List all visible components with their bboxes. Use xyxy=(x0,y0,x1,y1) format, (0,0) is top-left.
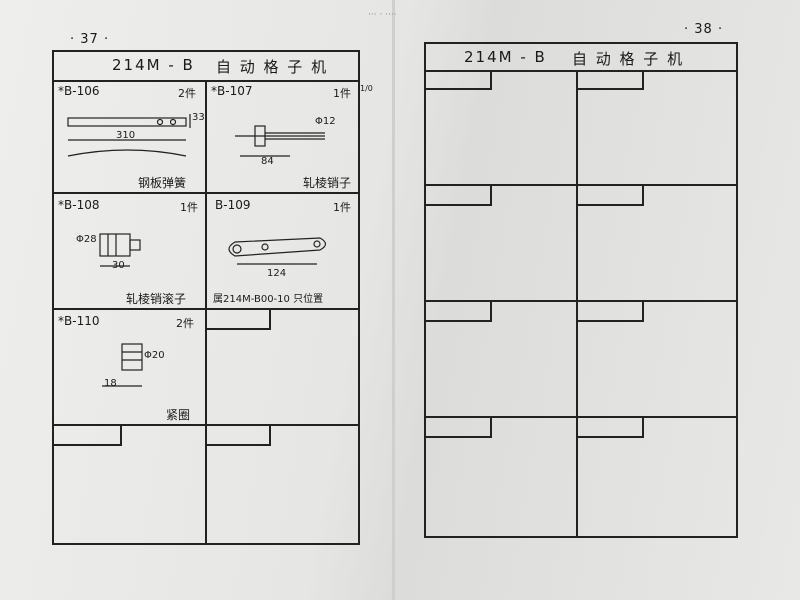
dimension-label: 30 xyxy=(112,260,125,271)
part-qty: 1件 xyxy=(180,201,198,214)
model-code: 214M - B xyxy=(112,56,195,74)
part-cell: *B-110 2件 Φ20 18 紧圈 xyxy=(54,310,205,424)
part-qty: 2件 xyxy=(176,317,194,330)
dimension-label: 310 xyxy=(116,130,136,141)
part-name: 轧棱销滚子 xyxy=(126,292,187,306)
row-divider xyxy=(54,308,358,310)
part-cell: *B-106 2件 310 33 钢板弹簧 xyxy=(54,80,205,192)
row-divider xyxy=(426,184,736,186)
drawing-pin xyxy=(235,125,325,157)
part-cell: *B-107 1件 Φ12 84 轧棱销子 xyxy=(207,80,360,192)
part-qty: 1件 xyxy=(333,87,351,100)
parts-table-left: 214M - B 自 动 格 子 机 *B-106 2件 310 33 钢板弹簧 xyxy=(52,50,360,545)
stamp-text: ··· · ···· xyxy=(368,10,397,20)
page-number-right: · 38 · xyxy=(684,22,724,37)
dimension-label: 84 xyxy=(261,156,274,167)
part-name: 属214M-B00-10 只位置 xyxy=(213,294,324,305)
drawing-collar xyxy=(102,343,143,387)
part-cell: B-109 1件 124 属214M-B00-10 只位置 xyxy=(207,194,360,308)
empty-label-tab xyxy=(578,186,644,206)
part-code: *B-110 xyxy=(58,314,100,328)
empty-label-tab xyxy=(578,70,644,90)
empty-label-tab xyxy=(54,426,122,446)
empty-label-tab xyxy=(207,426,271,446)
header-row-left: 214M - B 自 动 格 子 机 xyxy=(54,52,358,82)
drawing-leaf-spring xyxy=(67,114,191,157)
part-cell: *B-108 1件 Φ28 30 轧棱销滚子 xyxy=(54,194,205,308)
row-divider xyxy=(54,424,358,426)
page-fold xyxy=(392,0,395,600)
empty-label-tab xyxy=(207,310,271,330)
part-name: 紧圈 xyxy=(166,408,191,422)
empty-label-tab xyxy=(426,418,492,438)
dimension-label: Φ12 xyxy=(315,116,336,127)
machine-title: 自 动 格 子 机 xyxy=(572,50,685,68)
dimension-label: 33 xyxy=(192,112,205,123)
part-code: *B-106 xyxy=(58,84,100,98)
empty-label-tab xyxy=(426,302,492,322)
dimension-label: 18 xyxy=(104,378,117,389)
part-qty: 1件 xyxy=(333,201,351,214)
drawing-roller xyxy=(99,233,141,267)
row-divider xyxy=(426,416,736,418)
empty-label-tab xyxy=(578,418,644,438)
dimension-label: Φ20 xyxy=(144,350,165,361)
row-divider xyxy=(426,300,736,302)
part-name: 钢板弹簧 xyxy=(138,176,187,190)
drawing-link xyxy=(228,237,327,265)
column-divider xyxy=(205,80,207,543)
column-divider xyxy=(576,70,578,536)
side-note: 1/0 xyxy=(360,84,373,93)
machine-title: 自 动 格 子 机 xyxy=(216,58,329,76)
part-code: B-109 xyxy=(215,198,251,212)
dimension-label: 124 xyxy=(267,268,287,279)
header-row-right: 214M - B 自 动 格 子 机 xyxy=(426,44,736,72)
page-number-left: · 37 · xyxy=(70,32,110,47)
part-name: 轧棱销子 xyxy=(303,176,352,190)
empty-label-tab xyxy=(578,302,644,322)
row-divider xyxy=(54,192,358,194)
part-qty: 2件 xyxy=(178,87,196,100)
empty-label-tab xyxy=(426,186,492,206)
part-code: *B-107 xyxy=(211,84,253,98)
part-code: *B-108 xyxy=(58,198,100,212)
dimension-label: Φ28 xyxy=(76,234,97,245)
parts-table-right: 214M - B 自 动 格 子 机 xyxy=(424,42,738,538)
model-code: 214M - B xyxy=(464,48,547,66)
empty-label-tab xyxy=(426,70,492,90)
